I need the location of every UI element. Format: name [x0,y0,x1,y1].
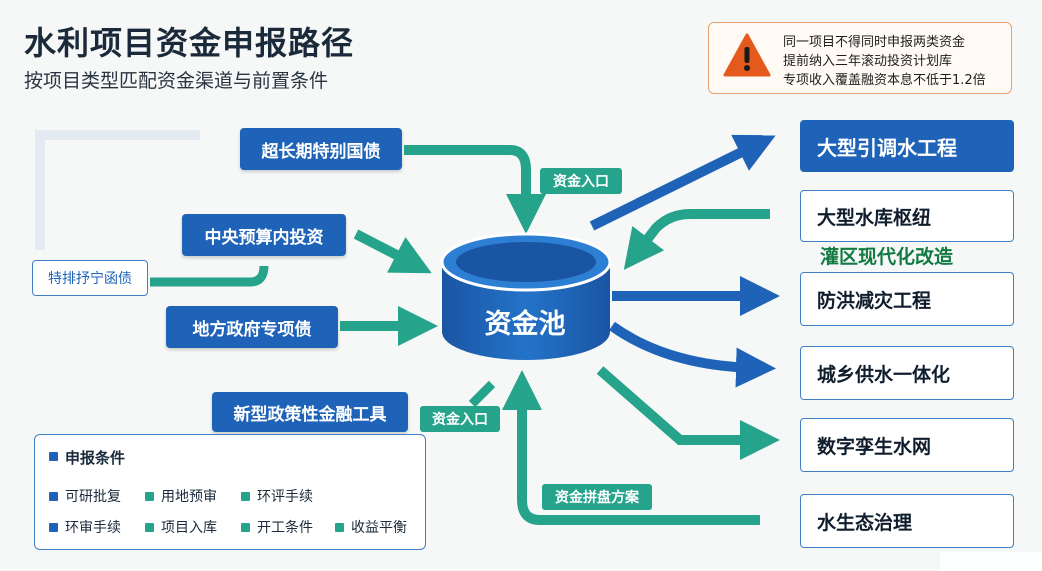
arrow-to-supply [609,321,776,388]
bullet-icon [145,523,154,532]
special-bond-connector [35,130,200,250]
warning-line: 提前纳入三年滚动投资计划库 [783,54,953,69]
source-ultra-long-bond[interactable]: 超长期特别国债 [240,128,402,170]
source-local-special-bond[interactable]: 地方政府专项债 [166,306,338,348]
condition-item: 可研批复 [65,489,121,505]
tag-entry-bottom: 资金入口 [420,406,500,432]
source-policy-finance-tool[interactable]: 新型政策性金融工具 [212,392,408,432]
bullet-icon [49,523,58,532]
page-subtitle: 按项目类型匹配资金渠道与前置条件 [24,70,329,92]
tag-entry-top: 资金入口 [540,168,622,194]
combine-plan-arrow [502,370,760,525]
bullet-icon [241,523,250,532]
bullet-icon [241,492,250,501]
condition-item: 开工条件 [257,520,313,536]
tag-combine-plan: 资金拼盘方案 [542,484,652,510]
policy-tool-arrow [468,380,496,408]
conditions-title: 申报条件 [65,449,126,467]
bullet-icon [49,492,58,501]
corner-fade [940,552,1042,571]
bullet-icon [145,492,154,501]
warning-box: 同一项目不得同时申报两类资金 提前纳入三年滚动投资计划库 专项收入覆盖融资本息不… [708,22,1012,94]
target-large-diversion[interactable]: 大型引调水工程 [800,120,1014,172]
warning-triangle-icon [723,33,771,77]
condition-item: 项目入库 [161,520,217,536]
warning-line: 同一项目不得同时申报两类资金 [783,35,966,50]
conditions-panel: 申报条件 可研批复 用地预审 环评手续 环审手续 项目入库 开工条件 收益平衡 [34,434,426,550]
target-irrigation-modernization[interactable]: 灌区现代化改造 [820,246,954,268]
fund-pool-label: 资金池 [484,309,566,340]
special-bond-link [150,265,269,287]
target-flood-control[interactable]: 防洪减灾工程 [800,272,1014,326]
ultra-long-bond-arrow [404,145,546,234]
target-reservoir-hub[interactable]: 大型水库枢纽 [800,190,1014,242]
source-central-budget[interactable]: 中央预算内投资 [182,214,346,256]
arrow-to-digital [596,366,780,460]
condition-item: 收益平衡 [351,520,407,536]
central-budget-arrow [353,229,432,274]
target-digital-twin[interactable]: 数字孪生水网 [800,418,1014,472]
warning-line: 专项收入覆盖融资本息不低于1.2倍 [783,73,986,88]
condition-item: 环评手续 [257,489,313,505]
arrow-from-reservoir [623,209,770,270]
source-special-bond[interactable]: 特排抒宁函债 [32,260,148,296]
bullet-icon [49,452,58,461]
page-title: 水利项目资金申报路径 [24,24,355,62]
arrow-to-diversion [589,134,776,231]
target-urban-rural-water[interactable]: 城乡供水一体化 [800,346,1014,400]
condition-item: 用地预审 [161,489,217,505]
target-water-ecology[interactable]: 水生态治理 [800,494,1014,548]
condition-item: 环审手续 [65,520,121,536]
bullet-icon [335,523,344,532]
fund-pool-cylinder [440,232,612,360]
